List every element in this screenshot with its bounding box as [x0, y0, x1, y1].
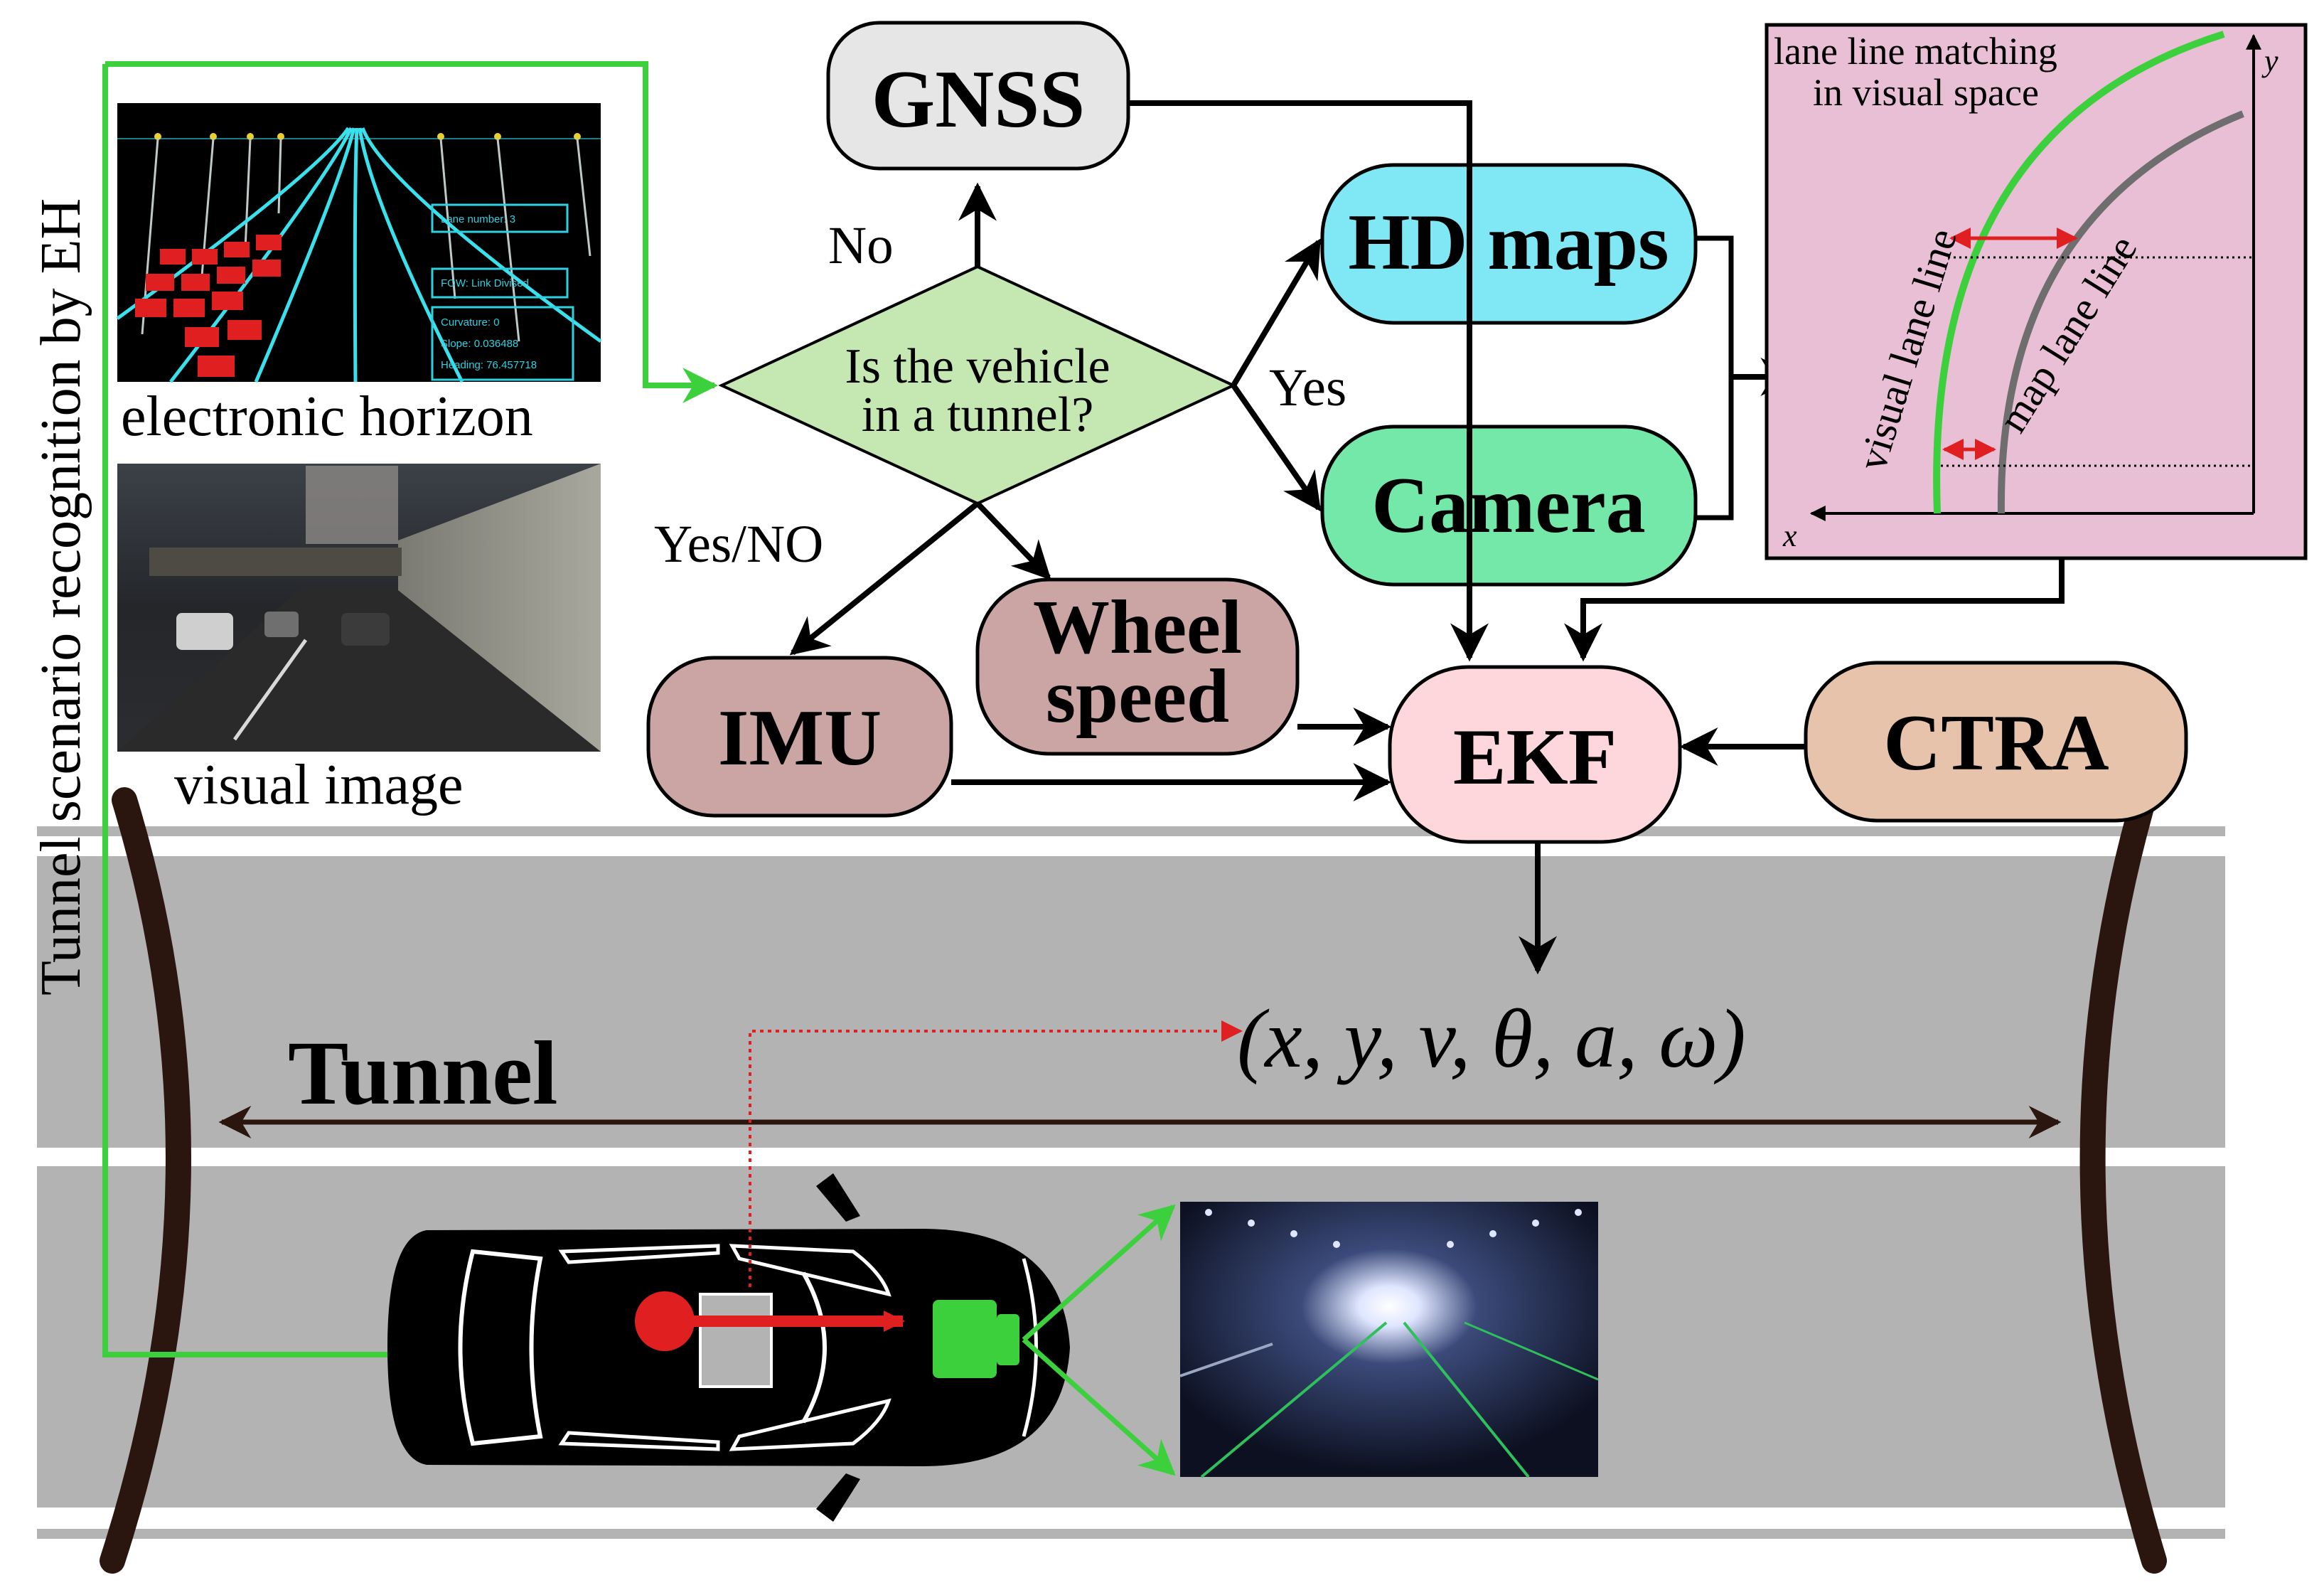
ctra-label: CTRA [1883, 699, 2109, 787]
eh-panel-box-1 [431, 203, 569, 233]
tunnel-arch-right [2079, 787, 2167, 1574]
imu-box [646, 656, 953, 818]
car-rear-window [458, 1249, 543, 1446]
camera-box [1320, 425, 1698, 587]
hd-maps-node: HD maps [1320, 163, 1698, 325]
tunnel-arch-left [100, 787, 191, 1574]
eh-caption: electronic horizon [121, 385, 533, 448]
car-window-bottom-2 [729, 1398, 891, 1451]
imu-node: IMU [646, 656, 953, 818]
inset-title-1: lane line matching [1774, 30, 2057, 73]
lane-matching-inset: lane line matching in visual space x y v… [1765, 23, 2308, 560]
road-lane-upper [37, 856, 2225, 1148]
camera-node: Camera [1320, 425, 1698, 587]
arrow-decision-to-imu [789, 501, 980, 656]
car-camera-body [933, 1300, 997, 1378]
gnss-box [826, 21, 1130, 171]
eh-panel-box-2 [431, 267, 569, 299]
camera-fov-upper [1022, 1204, 1176, 1342]
vehicle [387, 1173, 1070, 1522]
visual-overpass [149, 548, 402, 576]
ekf-label: EKF [1453, 713, 1617, 801]
inset-title-2: in visual space [1813, 71, 2039, 114]
eh-fow: FOW: Link Divised [441, 277, 529, 289]
ekf-node: EKF [1388, 665, 1682, 844]
eh-slope: Slope: 0.036488 [441, 338, 518, 350]
wheel-speed-box [975, 577, 1300, 756]
visual-lane-mark [232, 639, 308, 741]
car-window-top-1 [558, 1244, 720, 1264]
camera-label: Camera [1371, 461, 1646, 550]
road-band [37, 826, 2225, 1539]
tunnel-label: Tunnel [288, 1023, 558, 1124]
decision-line-1: Is the vehicle [845, 339, 1110, 394]
inset-visual-lane-line [1933, 31, 2225, 514]
side-label: Tunnel scenario recognition by EH [30, 198, 92, 996]
inset-box [1765, 23, 2308, 560]
ctra-box [1804, 661, 2188, 823]
eh-red-blocks [135, 235, 282, 377]
imu-label: IMU [718, 694, 882, 782]
visual-caption: visual image [174, 754, 464, 816]
camera-view-lane-far [1464, 1321, 1599, 1381]
road-lane-lower [37, 1166, 2225, 1508]
label-yes-no: Yes/NO [654, 515, 823, 574]
electronic-horizon-image: Lane number: 3 FOW: Link Divised Curvatu… [116, 103, 602, 383]
camera-view-image [1179, 1202, 1599, 1478]
visual-wall [398, 464, 601, 752]
inset-map-lane-line [1997, 110, 2244, 514]
eh-panel-box-3 [431, 306, 574, 381]
visual-image [117, 464, 601, 752]
car-window-bottom-1 [558, 1431, 720, 1451]
hd-maps-box [1320, 163, 1698, 325]
output-state: (x, y, v, θ, a, ω) [1237, 992, 1746, 1085]
road-edge-top [37, 826, 2225, 836]
camera-view-bg [1180, 1202, 1598, 1477]
ctra-node: CTRA [1804, 661, 2188, 823]
eh-curvature: Curvature: 0 [441, 316, 500, 329]
gnss-node: GNSS [826, 21, 1130, 171]
arrow-inset-to-ekf [1564, 558, 2065, 662]
car-position-dot [635, 1291, 695, 1351]
bracket-hd-camera [1696, 235, 1734, 521]
camera-view-lane-right [1403, 1321, 1530, 1478]
eh-heading: Heading: 76.457718 [441, 359, 537, 371]
camera-view-ceiling-lights [1205, 1209, 1582, 1248]
eh-poles [154, 133, 581, 140]
inset-axis-y-label: y [2261, 43, 2279, 78]
visual-building [306, 466, 398, 544]
arrow-decision-to-camera [1231, 383, 1322, 512]
visual-cars [176, 612, 390, 650]
camera-fov-lower [1022, 1338, 1176, 1476]
road-edge-bottom [37, 1529, 2225, 1539]
wheel-speed-node: Wheel speed [975, 577, 1300, 756]
eh-lane-number: Lane number: 3 [441, 213, 515, 225]
wheel-label-1: Wheel [1033, 585, 1242, 670]
visual-road [117, 590, 601, 752]
car-mirror-bottom [816, 1473, 860, 1522]
camera-view-lane-left [1200, 1321, 1388, 1478]
label-no: No [828, 216, 894, 275]
label-yes: Yes [1269, 358, 1346, 417]
car-window-top-2 [729, 1244, 891, 1297]
arrow-decision-to-hdmaps [1231, 238, 1322, 388]
inset-axis-x-label: x [1782, 518, 1797, 553]
car-sensor-box [699, 1293, 773, 1388]
camera-view-edge [1179, 1343, 1273, 1377]
eh-panel-text: Lane number: 3 FOW: Link Divised Curvatu… [441, 213, 537, 371]
tunnel-decision-node: Is the vehicle in a tunnel? [718, 265, 1237, 506]
hd-maps-label: HD maps [1348, 198, 1669, 287]
arrow-decision-to-wheel [975, 501, 1051, 580]
car-windshield [801, 1271, 827, 1424]
car-mirror-top [816, 1173, 860, 1222]
decision-line-2: in a tunnel? [862, 388, 1094, 442]
car-camera-lens [997, 1314, 1019, 1365]
wheel-label-2: speed [1046, 654, 1229, 739]
eh-to-decision-line [105, 61, 718, 403]
gnss-label: GNSS [872, 54, 1085, 144]
